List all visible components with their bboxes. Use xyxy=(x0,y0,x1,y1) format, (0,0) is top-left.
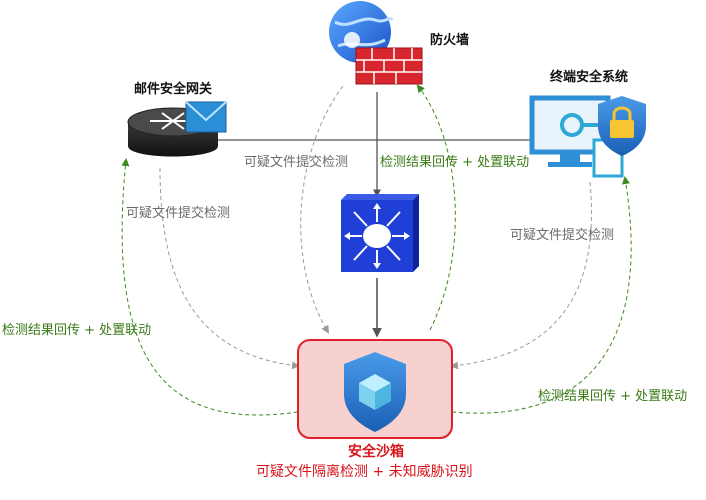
edge-mail-feedback xyxy=(121,158,299,416)
feedback-edges xyxy=(121,84,632,416)
edge-label-firewall-feedback: 检测结果回传 + 处置联动 xyxy=(380,155,530,170)
edge-endpoint-submit xyxy=(450,181,592,370)
submit-edges xyxy=(159,85,592,370)
edge-firewall-submit xyxy=(300,85,344,334)
edge-label-mail-feedback: 检测结果回传 + 处置联动 xyxy=(2,323,152,338)
edge-label-mail-submit: 可疑文件提交检测 xyxy=(126,206,231,221)
sandbox-sublabel: 可疑文件隔离检测 + 未知威胁识别 xyxy=(256,464,473,480)
edge-label-firewall-submit: 可疑文件提交检测 xyxy=(244,155,349,170)
edge-firewall-feedback xyxy=(416,84,456,331)
edge-mail-submit xyxy=(159,167,300,370)
firewall-globe-icon xyxy=(329,1,423,85)
router-mail-icon xyxy=(127,101,227,157)
edge-label-endpoint-submit: 可疑文件提交检测 xyxy=(510,228,615,243)
sandbox-label: 安全沙箱 xyxy=(348,444,404,460)
endpoint-label: 终端安全系统 xyxy=(550,70,629,85)
edge-label-endpoint-feedback: 检测结果回传 + 处置联动 xyxy=(538,389,688,404)
core-switch-icon xyxy=(341,194,419,272)
firewall-label: 防火墙 xyxy=(430,33,470,48)
sandbox-box xyxy=(297,339,453,439)
cube-icon xyxy=(359,374,391,410)
monitor-lock-icon xyxy=(529,95,646,178)
edge-endpoint-feedback xyxy=(451,176,632,414)
mail-gateway-label: 邮件安全网关 xyxy=(134,82,213,97)
backbone-lines xyxy=(200,92,530,338)
